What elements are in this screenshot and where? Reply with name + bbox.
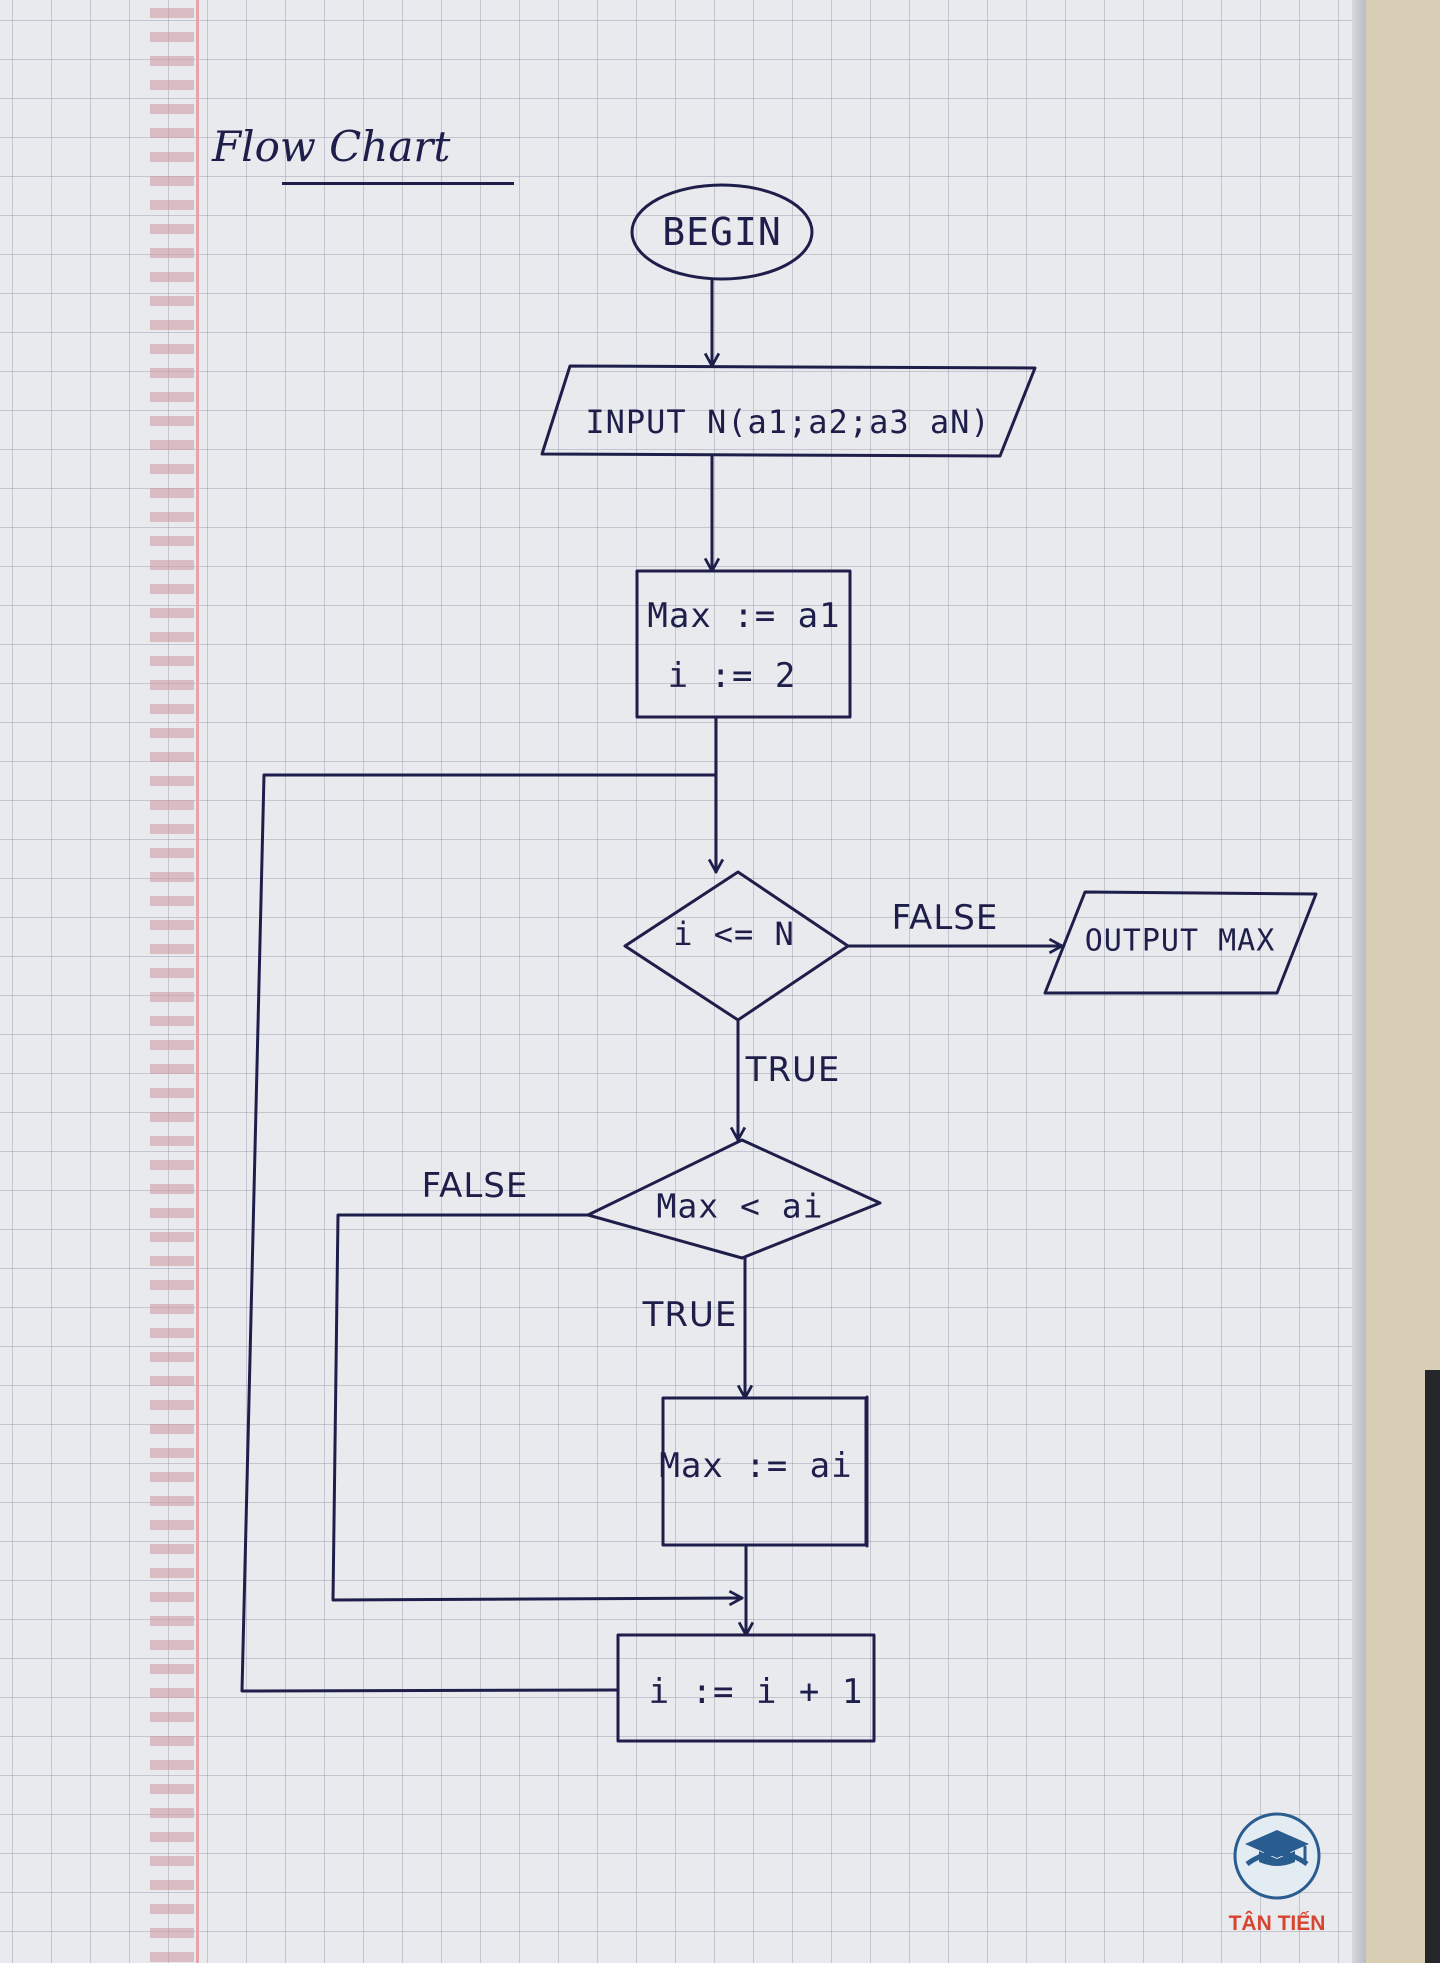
input-label: INPUT N(a1;a2;a3 aN) xyxy=(585,403,991,441)
max-condition-label: Max < ai xyxy=(656,1186,824,1226)
loop-condition-label: i <= N xyxy=(673,915,795,953)
margin-line xyxy=(196,0,199,1963)
page-edge xyxy=(1352,0,1366,1963)
init-process-box xyxy=(635,569,852,719)
init-i-label: i := 2 xyxy=(667,656,797,696)
begin-label: BEGIN xyxy=(662,210,782,254)
init-max-label: Max := a1 xyxy=(647,596,841,636)
max-false-label: FALSE xyxy=(421,1166,529,1206)
assign-label: Max := ai xyxy=(659,1446,853,1486)
graduation-cap-icon xyxy=(1233,1812,1321,1900)
increment-label: i := i + 1 xyxy=(648,1672,864,1712)
begin-terminal xyxy=(630,183,814,281)
loop-false-label: FALSE xyxy=(891,898,999,938)
max-condition-diamond xyxy=(586,1138,882,1260)
input-parallelogram xyxy=(540,364,1037,458)
background-strip xyxy=(1425,1370,1440,1963)
page-title: Flow Chart xyxy=(212,122,451,171)
notebook-page xyxy=(0,0,1365,1963)
loop-true-label: TRUE xyxy=(745,1050,841,1090)
max-true-label: TRUE xyxy=(642,1295,738,1335)
title-underline xyxy=(282,182,514,185)
brand-logo: TÂN TIẾN xyxy=(1222,1808,1332,1936)
page-binding xyxy=(150,0,194,1963)
edge-max-false-bypass xyxy=(331,1213,744,1600)
output-label: OUTPUT MAX xyxy=(1084,923,1276,959)
edge-increment-loopback xyxy=(240,773,718,1693)
brand-logo-text: TÂN TIẾN xyxy=(1228,1912,1326,1935)
output-parallelogram xyxy=(1043,890,1318,995)
